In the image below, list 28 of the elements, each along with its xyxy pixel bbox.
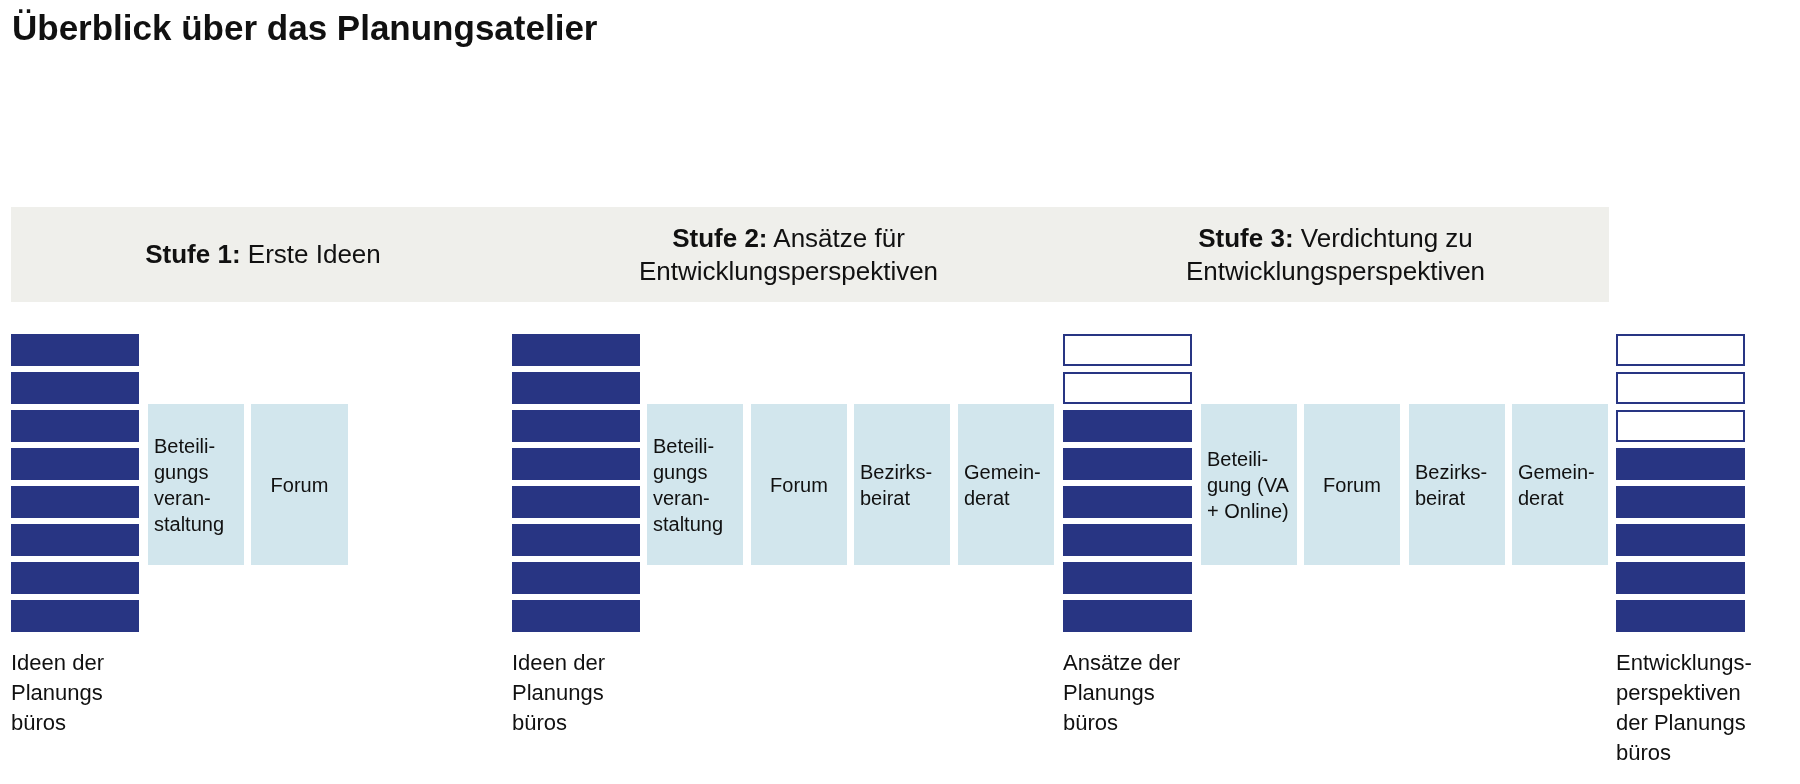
stack-caption: Ideen der Planungs büros <box>512 649 606 737</box>
process-box <box>148 404 244 565</box>
step-label: Forum <box>270 472 329 498</box>
step-label: Forum <box>1323 472 1381 498</box>
stack-caption: Ideen der Planungs büros <box>11 649 105 737</box>
title: Überblick über das Planungsatelier <box>12 8 598 48</box>
stage-title: Stufe 3: Verdichtung zu Entwicklungsperspektiven <box>1184 221 1487 288</box>
step-label: Gemein- derat <box>964 459 1042 511</box>
step-label: Beteili- gung (VA + Online) <box>1207 446 1290 524</box>
process-box <box>647 404 743 565</box>
process-box <box>1512 404 1608 565</box>
process-box <box>958 404 1054 565</box>
step-label: Bezirks- beirat <box>860 459 934 511</box>
step-label: Gemein- derat <box>1518 459 1596 511</box>
step-label: Bezirks- beirat <box>1415 459 1489 511</box>
stage-title: Stufe 1: Erste Ideen <box>145 238 381 271</box>
process-box <box>1201 404 1297 565</box>
step-label: Forum <box>770 472 828 498</box>
step-label: Beteili- gungs veran- staltung <box>154 433 226 537</box>
process-box <box>854 404 950 565</box>
stage-title: Stufe 2: Ansätze für Entwicklungsperspektiven <box>637 221 940 288</box>
process-box <box>1409 404 1505 565</box>
step-label: Beteili- gungs veran- staltung <box>653 433 725 537</box>
stack-caption: Ansätze der Planungs büros <box>1063 649 1182 737</box>
process-box <box>251 404 348 565</box>
process-box <box>1304 404 1400 565</box>
stack-caption: Entwicklungs- perspektiven der Planungs büros <box>1616 649 1753 767</box>
process-box <box>751 404 847 565</box>
